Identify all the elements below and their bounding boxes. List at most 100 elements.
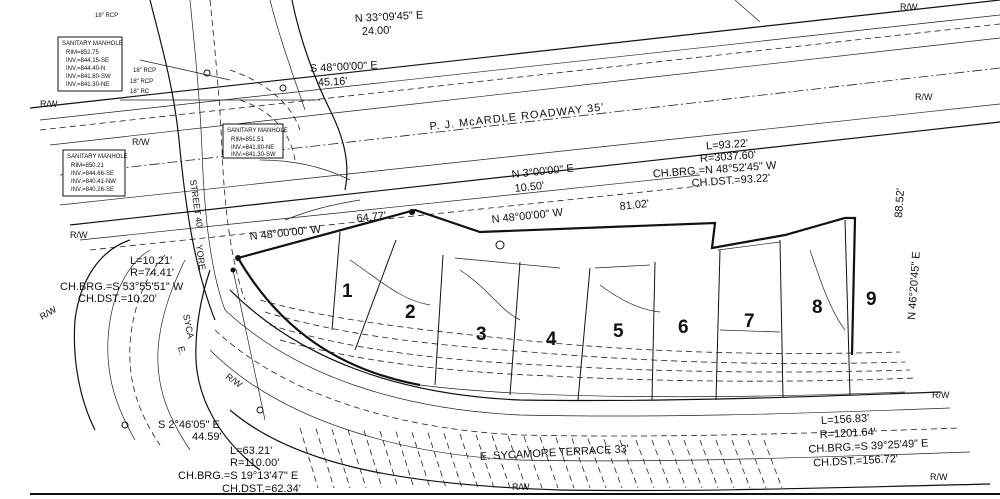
contour-tick [459, 433, 479, 489]
svg-text:R=110.00': R=110.00' [230, 457, 279, 469]
side-street-label: E. [176, 345, 188, 355]
svg-text:RIM=852.75: RIM=852.75 [66, 50, 100, 56]
row-label: R/W [38, 304, 59, 322]
contour-tick [299, 427, 319, 489]
contour-tick [651, 439, 671, 489]
contour-tick [523, 436, 543, 489]
sycamore-terrace-lines [30, 289, 1000, 495]
row-label: R/W [40, 99, 58, 109]
svg-text:CH.BRG.=S 53°55'51" W: CH.BRG.=S 53°55'51" W [60, 281, 184, 293]
svg-text:L=63.21': L=63.21' [230, 445, 272, 457]
pipe-label: 18" RCP [95, 13, 118, 19]
svg-text:INV.=841.30-NE: INV.=841.30-NE [66, 82, 109, 88]
svg-text:L=156.83': L=156.83' [821, 412, 870, 427]
bearing-label: N 48°00'00" W [491, 207, 564, 226]
contour-tick [539, 436, 559, 489]
svg-text:CH.BRG.=S 19°13'47" E: CH.BRG.=S 19°13'47" E [178, 470, 298, 482]
road-name-mcardle: P. J. McARDLE ROADWAY 35' [429, 101, 605, 133]
contour-tick [395, 431, 415, 489]
svg-text:R=1201.64': R=1201.64' [819, 426, 876, 441]
lot-number: 4 [546, 329, 557, 350]
svg-text:INV.=844.15-SE: INV.=844.15-SE [66, 58, 109, 64]
property-boundary [237, 208, 906, 398]
curve-note-bottom: L=63.21' R=110.00' CH.BRG.=S 19°13'47" E… [178, 445, 301, 495]
contour-tick [715, 439, 735, 489]
row-label: R/W [915, 92, 933, 102]
contour-tick [331, 429, 351, 489]
contour-tick [443, 433, 463, 489]
side-street-label: SYCA [181, 313, 196, 339]
svg-text:L=10.21': L=10.21' [130, 255, 172, 267]
contour-tick [315, 428, 335, 489]
manhole-note-3: SANITARY MANHOLE RIM=850.21 INV.=844.66-… [62, 149, 128, 197]
contour-tick [667, 439, 687, 489]
row-label: R/W [132, 137, 150, 147]
row-label: R/W [70, 230, 88, 240]
bearing-label: S 48°00'00" E [310, 59, 378, 75]
svg-text:INV.=844.66-SE: INV.=844.66-SE [71, 171, 114, 177]
road-name-sycamore: E. SYCAMORE TERRACE 33' [480, 443, 630, 463]
svg-text:CH.DST.=62.34': CH.DST.=62.34' [222, 483, 301, 495]
svg-text:SANITARY MANHOLE: SANITARY MANHOLE [62, 41, 123, 47]
side-street-label: YORE [194, 244, 207, 271]
row-label: R/W [932, 390, 950, 400]
svg-text:R=74.41': R=74.41' [130, 267, 174, 279]
contour-tick [587, 438, 607, 489]
lot-number: 9 [866, 289, 877, 310]
distance-label: 24.00' [362, 24, 392, 38]
lot-number: 6 [678, 317, 689, 338]
svg-text:INV.=841.80-NE: INV.=841.80-NE [231, 145, 274, 151]
bearing-label: N 48°00'00" W [249, 224, 322, 243]
contour-tick [763, 439, 783, 489]
svg-text:L=93.22': L=93.22' [706, 138, 749, 153]
row-label: R/W [512, 482, 530, 492]
svg-text:SANITARY MANHOLE: SANITARY MANHOLE [227, 128, 288, 134]
manhole-note-1: SANITARY MANHOLE RIM=852.75 INV.=844.15-… [57, 36, 123, 92]
bearing-label: N 33°09'45" E [355, 9, 424, 25]
svg-text:RIM=850.21: RIM=850.21 [71, 163, 105, 169]
svg-text:CH.DST.=156.72': CH.DST.=156.72' [813, 453, 898, 469]
lot-number: 5 [613, 321, 624, 342]
contour-tick [635, 439, 655, 489]
contour-tick [699, 439, 719, 489]
side-street-lines [73, 0, 348, 471]
contour-tick [683, 439, 703, 489]
contour-tick [347, 429, 367, 489]
distance-label: 81.02' [619, 198, 650, 213]
lot-number: 3 [476, 324, 487, 345]
svg-text:CH.DST.=93.22': CH.DST.=93.22' [691, 172, 770, 189]
manhole-note-2: SANITARY MANHOLE RIM=851.51 INV.=841.80-… [222, 123, 288, 159]
lot-lines [331, 219, 851, 401]
lot-number: 2 [405, 302, 416, 323]
lot-number: 1 [342, 281, 353, 302]
contour-lines [229, 69, 916, 382]
distance-label: 64.77' [356, 210, 387, 225]
distance-label: 10.50' [514, 180, 545, 195]
contour-tick [555, 437, 575, 489]
row-label: R/W [900, 2, 918, 12]
svg-text:INV.=840.26-SE: INV.=840.26-SE [71, 187, 114, 193]
svg-text:R=3037.60': R=3037.60' [700, 149, 757, 165]
contour-tick [747, 439, 767, 489]
lot-number: 8 [812, 297, 823, 318]
survey-markers [120, 59, 505, 429]
curve-note-bottom-right: L=156.83' R=1201.64' CH.BRG.=S 39°25'49"… [808, 412, 929, 469]
side-street-label: STREET 40' [188, 179, 205, 230]
distance-label: 45.16' [318, 75, 348, 89]
contour-tick [619, 439, 639, 489]
svg-text:INV.=841.80-SW: INV.=841.80-SW [66, 74, 111, 80]
pipe-label: 18" RCP [130, 79, 153, 85]
contour-tick [379, 430, 399, 489]
contour-tick [507, 435, 527, 489]
bearing-label: N 46°20'45" E [906, 251, 923, 320]
lot-number: 7 [744, 311, 755, 332]
contour-tick [571, 438, 591, 489]
contour-ticks [299, 427, 783, 489]
bearing-label: S 2°46'05" E [158, 419, 220, 431]
row-label: R/W [224, 371, 244, 390]
svg-text:INV.=844.40-N: INV.=844.40-N [66, 66, 105, 72]
row-label: R/W [930, 472, 948, 482]
svg-text:CH.DST.=10.20': CH.DST.=10.20' [78, 293, 157, 305]
contour-tick [363, 430, 383, 489]
